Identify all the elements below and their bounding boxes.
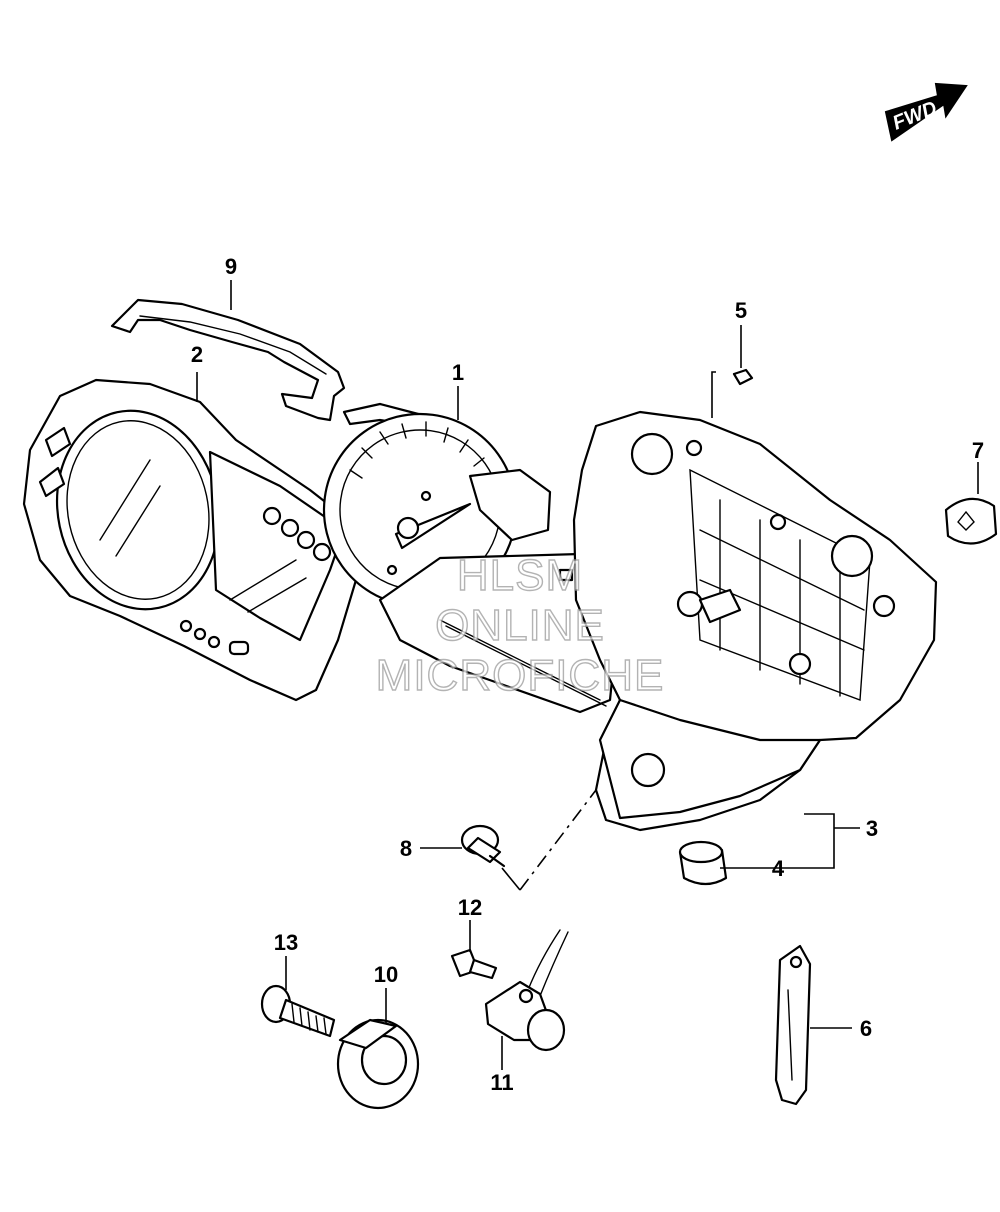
part-5-screw: [732, 368, 754, 386]
callout-9: 9: [225, 254, 237, 279]
fwd-arrow-icon: FWD: [884, 82, 968, 142]
callout-4: 4: [772, 856, 785, 881]
part-4-grommet: [678, 840, 728, 886]
watermark-line-1: HLSM: [457, 551, 583, 600]
part-8-bolt: [460, 824, 506, 868]
callout-numbers: 9 2 1 5 7 3 4 8 12 13 10 11 6: [191, 254, 984, 1095]
callout-6: 6: [860, 1016, 872, 1041]
callout-8: 8: [400, 836, 412, 861]
part-13-bolt: [260, 984, 336, 1038]
callout-1: 1: [452, 360, 464, 385]
part-11-sensor: [484, 929, 569, 1052]
part-3-lower-case: [572, 410, 938, 832]
watermark-line-3: MICROFICHE: [376, 651, 665, 700]
leader-lines: [196, 280, 979, 1070]
callout-3: 3: [866, 816, 878, 841]
watermark: HLSM ONLINE MICROFICHE: [375, 550, 665, 700]
callout-13: 13: [274, 930, 298, 955]
part-9-visor: [110, 298, 346, 422]
part-7-cap: [944, 497, 998, 545]
part-10-damper: [336, 1018, 420, 1110]
part-2-meter-case: [22, 378, 376, 702]
callout-2: 2: [191, 342, 203, 367]
part-6-strap: [774, 944, 812, 1106]
callout-12: 12: [458, 895, 482, 920]
callout-11: 11: [490, 1070, 513, 1095]
part-1-meter-assembly: [322, 402, 622, 714]
callout-10: 10: [374, 962, 398, 987]
callout-7: 7: [972, 438, 984, 463]
callout-5: 5: [735, 298, 747, 323]
watermark-line-2: ONLINE: [435, 601, 605, 650]
part-12-bolt: [450, 948, 498, 980]
